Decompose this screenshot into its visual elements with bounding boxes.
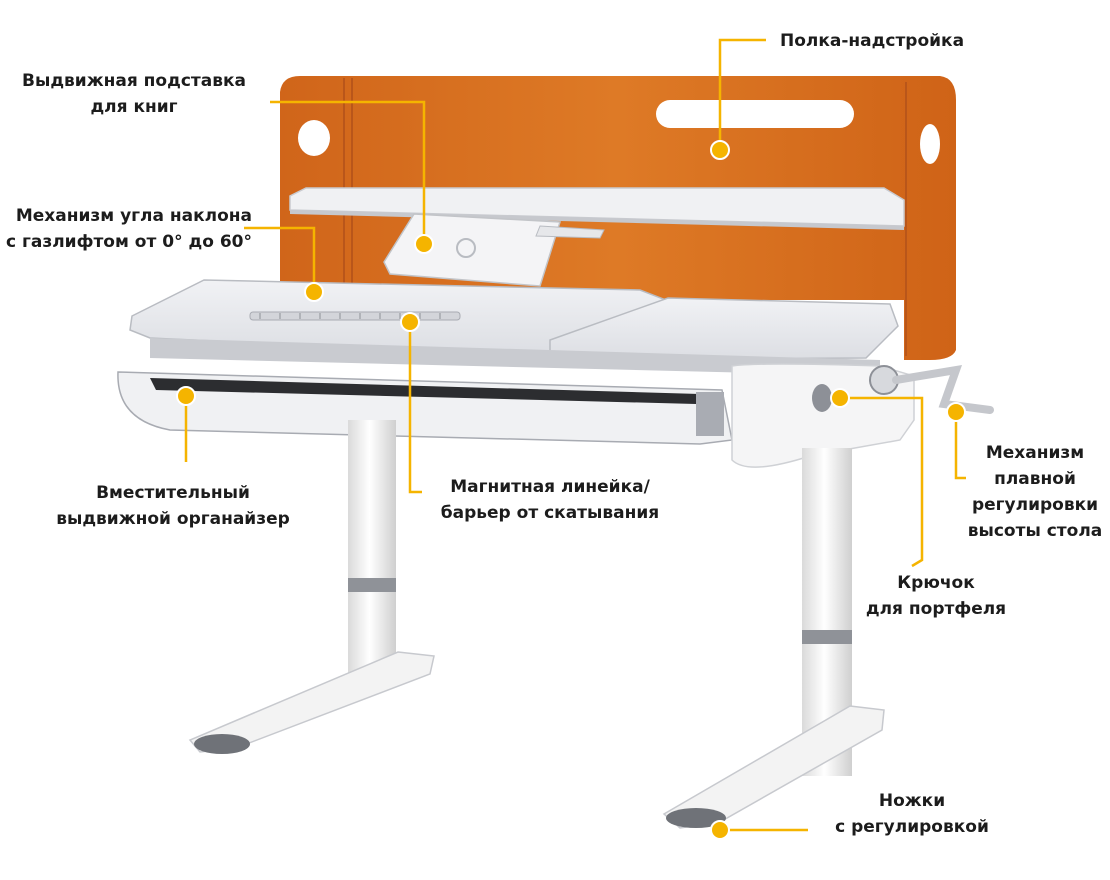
magnetic-ruler [249, 311, 461, 321]
panel-hole-left [298, 120, 330, 156]
accent-dots [176, 140, 966, 840]
callout-adjustable-feet: Ножки с регулировкой [826, 788, 998, 840]
book-stand [383, 213, 562, 287]
callout-tilt-mechanism: Механизм угла наклона с газлифтом от 0° … [0, 203, 252, 255]
callout-line: регулировки [971, 495, 1099, 515]
callout-organizer: Вместительный выдвижной органайзер [42, 480, 304, 532]
callout-line: с газлифтом от 0° до 60° [6, 232, 252, 252]
callout-line: с регулировкой [835, 817, 989, 837]
callout-line: плавной [994, 469, 1076, 489]
callout-line: Вместительный [96, 483, 250, 503]
callout-line: для книг [90, 97, 178, 117]
callout-line: Выдвижная подставка [21, 71, 247, 91]
callout-line: Механизм [985, 443, 1085, 463]
callout-height-mechanism: Механизм плавной регулировки высоты стол… [962, 440, 1108, 544]
callout-line: высоты стола [967, 521, 1103, 541]
callout-line: Ножки [878, 791, 946, 811]
leg-left [348, 420, 396, 682]
leader-lines [184, 38, 966, 832]
callout-book-stand: Выдвижная подставка для книг [12, 68, 256, 120]
callout-line: Механизм угла наклона [15, 206, 252, 226]
callout-line: Крючок [897, 573, 975, 593]
callout-line: для портфеля [865, 599, 1007, 619]
panel-hole-right [920, 124, 940, 164]
callout-bag-hook: Крючок для портфеля [856, 570, 1016, 622]
callout-line: барьер от скатывания [440, 503, 660, 523]
callout-magnetic-ruler: Магнитная линейка/ барьер от скатывания [420, 474, 680, 526]
callout-line: Магнитная линейка/ [450, 477, 650, 497]
callout-shelf: Полка-надстройка [780, 28, 964, 54]
callout-line: выдвижной органайзер [56, 509, 290, 529]
callout-line: Полка-надстройка [780, 31, 965, 51]
crank-handle [892, 364, 994, 414]
panel-handle-slot [656, 100, 854, 128]
desk-frame [150, 338, 880, 376]
